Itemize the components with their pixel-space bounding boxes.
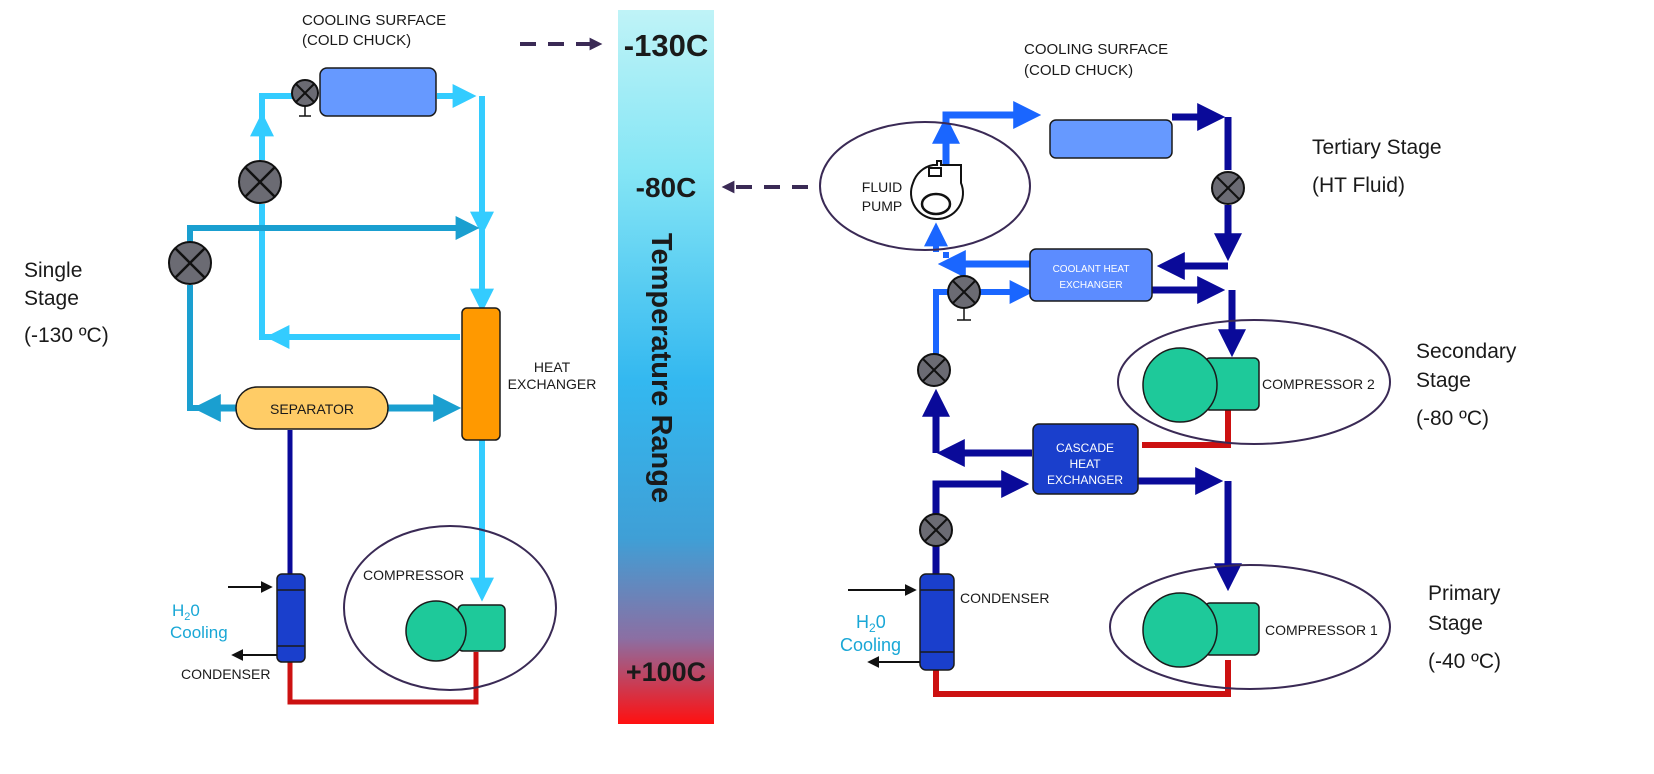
single-stage-label-2: Stage [24,287,79,310]
left-cooling-label: Cooling [170,623,228,642]
right-tertiary-valve-icon [1211,171,1245,205]
right-cooling-label: Cooling [840,635,901,655]
compressor2-label: COMPRESSOR 2 [1262,376,1375,392]
primary-stage-label-1: Primary [1428,582,1501,605]
scale-top-label: -130C [624,28,708,63]
secondary-stage-label-2: Stage [1416,369,1471,392]
right-cooling-surface-label-1: COOLING SURFACE [1024,41,1168,58]
left-cooling-surface-block [319,67,437,117]
right-primary-expansion-valve-icon [919,513,953,547]
left-compressor-outline [343,525,557,691]
scale-middle-label: -80C [636,172,697,203]
secondary-stage-temp: (-80 ºC) [1416,407,1489,430]
fluid-pump-label-2: PUMP [862,198,902,214]
left-expansion-valve-upper-icon [238,160,282,204]
primary-stage-temp: (-40 ºC) [1428,650,1501,673]
coolant-heat-exchanger-block [1029,248,1153,302]
fluid-pump-label-1: FLUID [862,179,902,195]
right-condenser-label: CONDENSER [960,590,1049,606]
left-compressor-label: COMPRESSOR [363,567,464,583]
right-cascade-system [922,101,1246,697]
left-compressor-icon [405,600,506,662]
primary-stage-label-2: Stage [1428,612,1483,635]
left-cooling-surface-label-1: COOLING SURFACE [302,12,446,29]
right-coolant-valve-icon [947,275,981,321]
coolant-heat-exchanger-label-2: EXCHANGER [1059,280,1122,291]
left-cooling-surface-label-2: (COLD CHUCK) [302,32,411,49]
left-heat-exchanger-label-2: EXCHANGER [508,376,597,392]
left-single-stage-system [187,84,494,705]
single-stage-temp: (-130 ºC) [24,324,109,347]
left-expansion-valve-lower-icon [168,241,212,285]
cascade-label-2: HEAT [1069,457,1101,471]
tertiary-stage-label-2: (HT Fluid) [1312,174,1405,197]
left-heat-exchanger-label-1: HEAT [534,359,571,375]
fluid-pump-icon [910,160,964,220]
right-condenser-icon [919,573,955,671]
separator-label: SEPARATOR [270,401,354,417]
right-secondary-expansion-valve-icon [917,353,951,387]
right-cooling-surface-block [1049,119,1173,159]
right-cooling-surface-label-2: (COLD CHUCK) [1024,62,1133,79]
compressor1-label: COMPRESSOR 1 [1265,622,1378,638]
temperature-scale-bar [618,10,714,724]
compressor1-icon [1142,592,1260,668]
scale-bottom-label: +100C [626,657,706,687]
cascade-heat-exchanger-block [1032,423,1139,495]
cascade-label-1: CASCADE [1056,441,1114,455]
left-small-valve-icon [291,79,319,117]
coolant-heat-exchanger-label-1: COOLANT HEAT [1053,264,1130,275]
left-h2o-label: H20 [172,601,200,623]
left-heat-exchanger-block [461,307,501,441]
compressor2-icon [1142,347,1260,423]
single-stage-label-1: Single [24,259,82,282]
left-condenser-label: CONDENSER [181,666,270,682]
separator-block [235,386,389,430]
left-condenser-icon [276,573,306,663]
right-h2o-label: H20 [856,612,886,635]
compressor2-outline [1117,319,1391,445]
scale-title: Temperature Range [645,233,677,503]
cascade-label-3: EXCHANGER [1047,473,1123,487]
fluid-pump-outline [819,121,1031,251]
secondary-stage-label-1: Secondary [1416,340,1517,363]
tertiary-stage-label-1: Tertiary Stage [1312,136,1442,159]
compressor1-outline [1109,564,1391,690]
